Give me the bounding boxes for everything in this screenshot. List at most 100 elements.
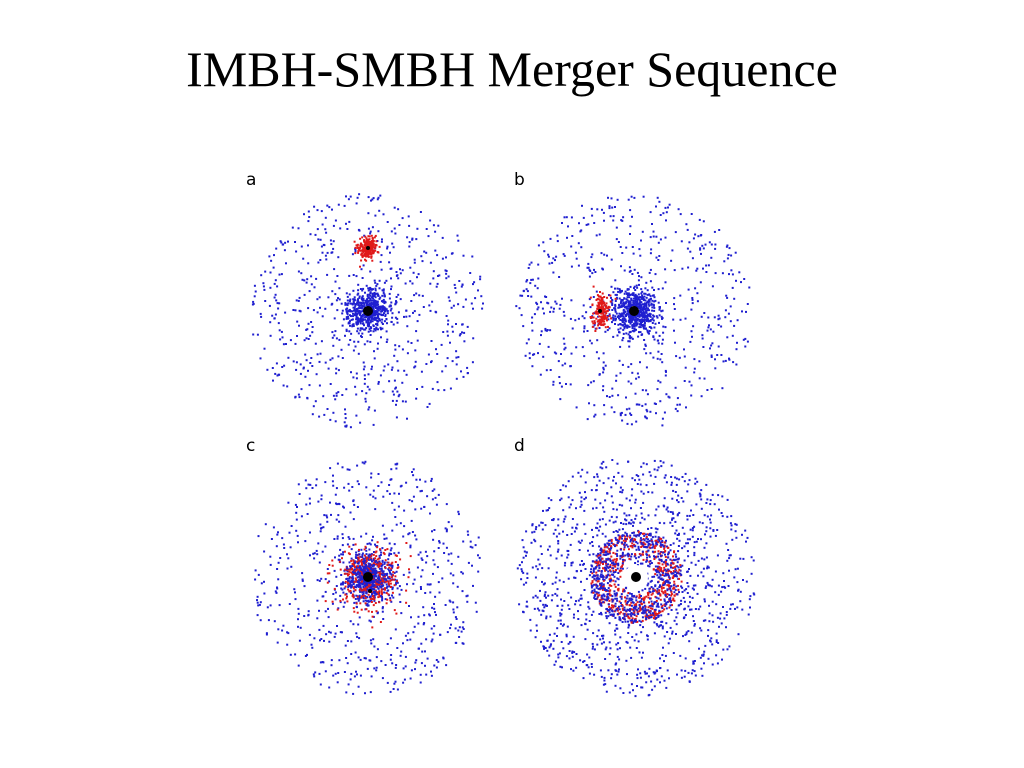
star-dot bbox=[345, 424, 348, 427]
star-dot bbox=[525, 288, 528, 291]
star-dot bbox=[289, 339, 292, 342]
star-dot bbox=[384, 566, 387, 569]
star-dot bbox=[637, 279, 640, 282]
star-dot bbox=[338, 503, 341, 506]
star-dot bbox=[706, 389, 709, 391]
star-dot bbox=[371, 365, 373, 368]
star-dot bbox=[625, 298, 628, 301]
star-dot bbox=[600, 611, 602, 614]
star-dot bbox=[556, 240, 559, 243]
star-dot bbox=[615, 516, 618, 519]
star-dot bbox=[553, 632, 556, 635]
star-dot bbox=[417, 615, 420, 618]
star-dot bbox=[391, 501, 394, 504]
star-dot bbox=[471, 564, 473, 567]
star-dot bbox=[543, 595, 546, 598]
star-dot bbox=[558, 579, 561, 582]
star-dot bbox=[390, 654, 393, 656]
star-dot bbox=[355, 578, 358, 581]
star-dot bbox=[455, 291, 458, 294]
star-dot bbox=[703, 377, 706, 380]
star-dot bbox=[386, 598, 389, 601]
star-dot bbox=[388, 566, 391, 569]
star-dot bbox=[367, 227, 370, 230]
star-dot bbox=[564, 362, 567, 365]
star-dot bbox=[705, 264, 708, 267]
star-dot bbox=[442, 331, 445, 333]
star-dot bbox=[528, 263, 531, 266]
star-dot bbox=[451, 330, 454, 333]
star-dot bbox=[355, 372, 358, 375]
star-dot bbox=[331, 600, 334, 603]
star-dot bbox=[634, 517, 637, 520]
star-dot bbox=[344, 413, 347, 415]
star-dot bbox=[601, 315, 604, 318]
star-dot bbox=[346, 543, 349, 546]
star-dot bbox=[351, 567, 353, 570]
star-dot bbox=[326, 204, 329, 207]
star-dot bbox=[337, 391, 340, 394]
star-dot bbox=[355, 393, 358, 396]
star-dot bbox=[598, 315, 601, 318]
star-dot bbox=[367, 249, 370, 251]
star-dot bbox=[746, 303, 749, 305]
star-dot bbox=[730, 254, 733, 257]
star-dot bbox=[339, 631, 342, 634]
star-dot bbox=[542, 509, 544, 512]
star-dot bbox=[687, 585, 690, 588]
star-dot bbox=[412, 474, 415, 477]
star-dot bbox=[389, 304, 392, 307]
star-dot bbox=[657, 625, 660, 628]
star-dot bbox=[290, 565, 293, 568]
star-dot bbox=[332, 394, 335, 397]
star-dot bbox=[363, 594, 366, 597]
star-dot bbox=[298, 639, 301, 642]
star-dot bbox=[370, 558, 372, 561]
star-dot bbox=[443, 552, 446, 554]
star-dot bbox=[371, 320, 374, 323]
star-dot bbox=[380, 588, 383, 591]
star-dot bbox=[357, 580, 360, 583]
star-dot bbox=[633, 534, 636, 537]
star-dot bbox=[734, 251, 737, 254]
star-dot bbox=[407, 533, 410, 536]
star-dot bbox=[627, 301, 630, 304]
star-dot bbox=[658, 255, 661, 257]
star-dot bbox=[319, 683, 322, 686]
star-dot bbox=[309, 554, 311, 557]
star-dot bbox=[583, 325, 586, 328]
star-dot bbox=[627, 313, 630, 316]
star-dot bbox=[701, 654, 704, 657]
star-dot bbox=[350, 371, 352, 374]
star-dot bbox=[583, 355, 586, 358]
star-dot bbox=[277, 322, 280, 325]
star-dot bbox=[700, 395, 703, 398]
star-dot bbox=[308, 633, 311, 636]
star-dot bbox=[538, 609, 541, 612]
star-dot bbox=[665, 219, 667, 222]
star-dot bbox=[621, 475, 624, 478]
star-dot bbox=[604, 304, 607, 307]
star-dot bbox=[645, 417, 648, 420]
star-dot bbox=[592, 285, 595, 288]
star-dot bbox=[703, 662, 705, 665]
star-dot bbox=[318, 672, 321, 675]
star-dot bbox=[558, 307, 561, 310]
star-dot bbox=[350, 548, 353, 551]
star-dot bbox=[548, 646, 551, 649]
star-dot bbox=[435, 659, 438, 661]
star-dot bbox=[376, 315, 379, 317]
star-dot bbox=[474, 601, 477, 604]
star-dot bbox=[388, 569, 391, 572]
star-dot bbox=[521, 561, 523, 564]
star-dot bbox=[734, 568, 737, 571]
star-dot bbox=[305, 503, 308, 506]
star-dot bbox=[417, 273, 420, 276]
star-dot bbox=[634, 298, 637, 301]
star-dot bbox=[363, 565, 366, 568]
star-dot bbox=[652, 303, 655, 306]
star-dot bbox=[645, 311, 648, 314]
star-dot bbox=[651, 306, 654, 309]
star-dot bbox=[362, 368, 365, 371]
star-dot bbox=[368, 250, 371, 252]
